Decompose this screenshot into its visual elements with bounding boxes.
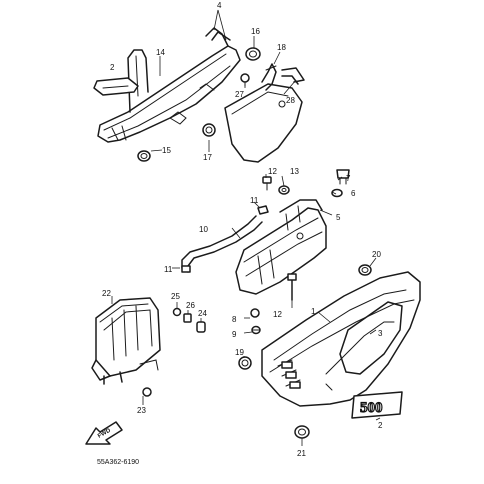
- collar-part-9: [251, 325, 261, 335]
- hose-part-10: [181, 215, 263, 273]
- battery-box-part-23: [91, 297, 161, 385]
- callout-labels: 4 14 2 16 18 27 28 15 17 12 13 7 6 5 11 …: [102, 1, 383, 458]
- callout-29: 28: [286, 96, 295, 105]
- callout-14: 13: [290, 167, 299, 176]
- forward-arrow-icon: FWD: [85, 421, 123, 445]
- callout-12: 12: [273, 310, 282, 319]
- bolt-part-24: [142, 387, 152, 397]
- bolt-part-13: [262, 176, 272, 191]
- grommet-part-21: [358, 264, 372, 276]
- callout-6: 6: [351, 189, 356, 198]
- callout-20: 19: [235, 348, 244, 357]
- callout-10: 10: [199, 225, 208, 234]
- callout-15: 14: [156, 48, 165, 57]
- callout-27: 26: [186, 301, 195, 310]
- callout-11b: 11: [164, 265, 173, 274]
- callout-23: 22: [102, 289, 111, 298]
- reservoir-tank-part-5: [235, 199, 327, 295]
- callout-5: 5: [336, 213, 341, 222]
- bolt-part-26: [172, 307, 182, 317]
- callout-26: 25: [171, 292, 180, 301]
- side-cover-bracket: [97, 27, 241, 143]
- grommet-part-22: [294, 425, 310, 439]
- callout-25: 24: [198, 309, 207, 318]
- damper-part-25: [196, 321, 206, 333]
- side-cover-part-1: [261, 271, 421, 407]
- damper-part-20: [238, 356, 252, 370]
- pad-part-2: [93, 77, 139, 96]
- grommet-part-17: [245, 47, 261, 61]
- callout-17: 16: [251, 27, 260, 36]
- callout-8: 8: [232, 315, 237, 324]
- collar-part-27: [183, 313, 192, 323]
- leader-lines: [111, 9, 381, 446]
- callout-19: 18: [277, 43, 286, 52]
- callout-21: 20: [372, 250, 381, 259]
- emblem-text: 500: [360, 400, 383, 416]
- callout-13: 12: [268, 167, 277, 176]
- callout-1: 1: [311, 307, 316, 316]
- callout-16: 15: [162, 146, 171, 155]
- clamp-part-11-lower: [181, 265, 191, 273]
- callout-9: 9: [232, 330, 237, 339]
- callout-3: 3: [378, 329, 383, 338]
- side-plate: [224, 83, 303, 163]
- callout-7: 7: [346, 174, 351, 183]
- callout-2a: 2: [110, 63, 115, 72]
- clip-part-29: [281, 67, 305, 85]
- emblem-500: 500: [351, 391, 403, 419]
- callout-24: 23: [137, 406, 146, 415]
- drawing-code: 55A362-6190: [97, 459, 139, 466]
- callout-18: 17: [203, 153, 212, 162]
- callout-22: 21: [297, 449, 306, 458]
- bolt-part-8: [250, 308, 260, 318]
- washer-part-14: [278, 185, 290, 195]
- cap-part-7: [336, 169, 350, 185]
- seal-part-6: [331, 188, 343, 198]
- damper-part-18: [202, 123, 216, 137]
- callout-11a: 11: [250, 196, 259, 205]
- clamp-part-11-upper: [257, 205, 269, 215]
- callout-28: 27: [235, 90, 244, 99]
- screw-part-12: [287, 273, 297, 301]
- callout-2b: 2: [378, 421, 383, 430]
- grommet-part-16: [137, 150, 151, 162]
- callout-4: 4: [217, 1, 222, 10]
